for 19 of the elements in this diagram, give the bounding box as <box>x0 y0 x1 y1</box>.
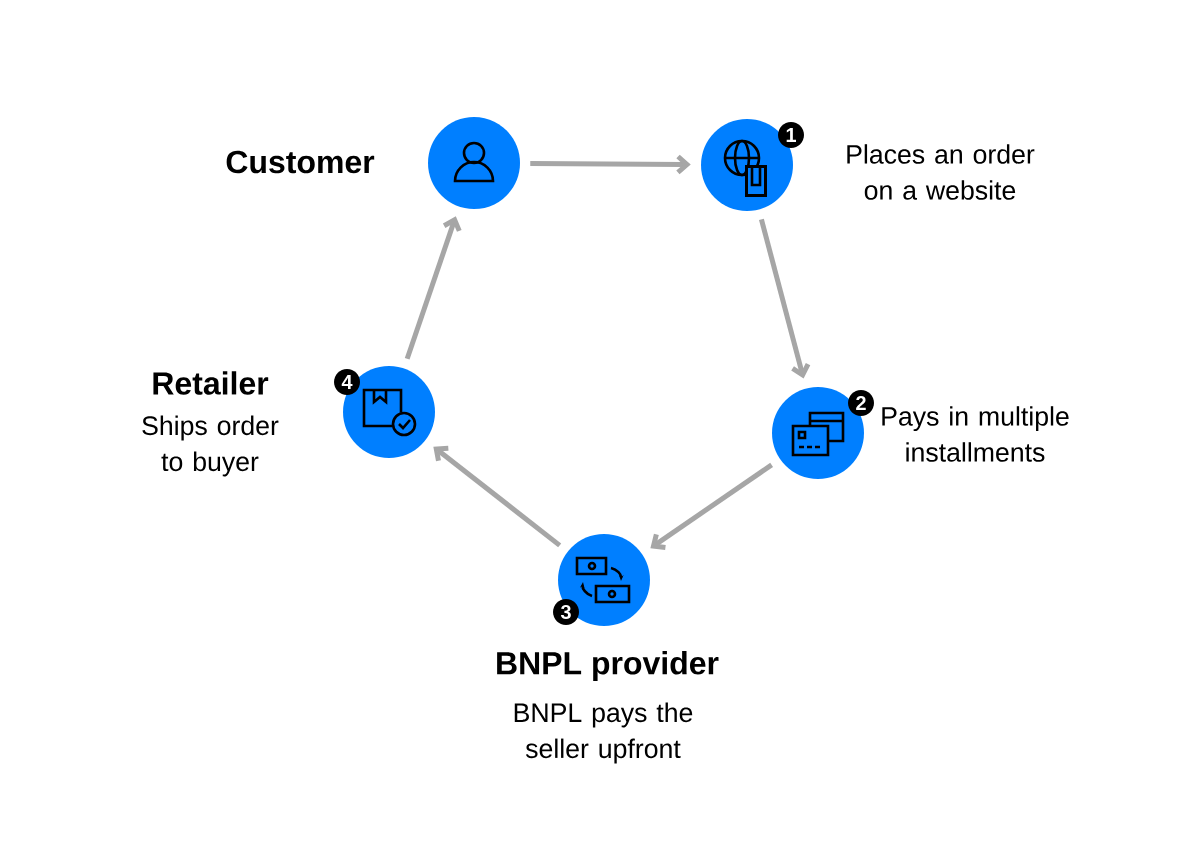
arrow <box>530 154 691 175</box>
step-description: BNPL pays the seller upfront <box>514 702 693 764</box>
arrow <box>759 218 811 379</box>
step-title: BNPL provider <box>497 651 719 681</box>
step-description: Ships order to buyer <box>142 415 279 477</box>
callout-number: 3 <box>553 599 579 625</box>
arrow <box>433 445 562 548</box>
callout-number: 2 <box>848 390 874 416</box>
arrow <box>650 462 774 550</box>
step-circle <box>558 534 650 626</box>
callout-number: 1 <box>778 122 804 148</box>
arrow <box>404 216 462 360</box>
step-circle <box>343 366 435 458</box>
callout-number: 4 <box>334 369 360 395</box>
step-title: Retailer <box>153 371 269 395</box>
step-description: Places an order on a website <box>847 144 1035 200</box>
step-title: Customer <box>226 150 375 174</box>
step-circle <box>428 117 520 209</box>
step-description: Pays in multiple installments <box>882 406 1069 462</box>
